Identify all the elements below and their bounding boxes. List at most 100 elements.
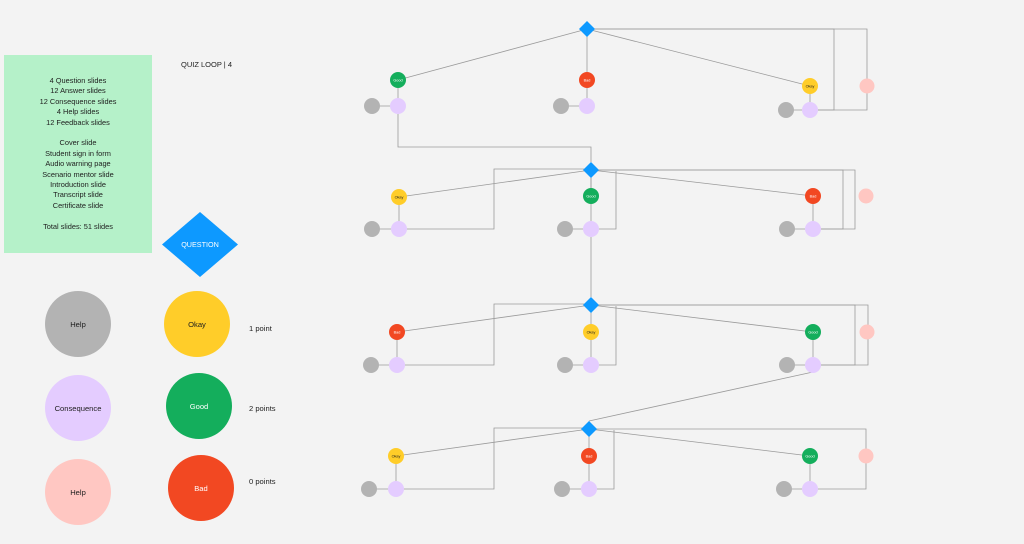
legend-okay: Okay — [164, 291, 230, 357]
loop-1-question-diamond — [579, 21, 595, 37]
loop-4-question-diamond — [581, 421, 597, 437]
legend-okay-label: Okay — [188, 319, 206, 329]
summary-line: Transcript slide — [53, 190, 103, 200]
loop-4-consequence-node-3 — [802, 481, 818, 497]
loop-4-help-pink-node — [858, 448, 874, 464]
loop-3-answer-2-label: Okay — [587, 330, 596, 334]
legend-good-label: Good — [189, 401, 209, 411]
legend-good: Good — [166, 373, 232, 439]
legend-help-pink: Help — [45, 459, 111, 525]
loop-4-answer-3-label: Good — [805, 454, 814, 458]
loop-1-answer-3-connector — [586, 28, 811, 87]
loop-2-left-return-line — [405, 168, 585, 230]
loop-3-to-4-connector — [588, 371, 814, 422]
legend-help: Help — [45, 291, 111, 357]
loop-4-answer-1-connector — [395, 428, 590, 457]
loop-3-left-return-line — [403, 303, 585, 366]
summary-line: Certificate slide — [52, 200, 104, 210]
loop-1-consequence-node-3 — [802, 102, 818, 118]
loop-3-return-line-2 — [597, 304, 869, 366]
loop-2-help-pink-node — [858, 188, 874, 204]
loop-1-consequence-node-1 — [390, 98, 406, 114]
loop-3-answer-1 — [389, 324, 405, 340]
legend-question: QUESTION — [162, 212, 238, 277]
loop-3-help-node-1 — [363, 357, 379, 373]
loop-1-answer-2 — [579, 72, 595, 88]
loop-2-return-line-2 — [597, 169, 856, 230]
summary-line: 12 Consequence slides — [39, 96, 117, 106]
loop-4-answer-2 — [581, 448, 597, 464]
loop-2-consequence-node-3 — [805, 221, 821, 237]
loop-4-left-return-line — [402, 427, 583, 490]
loop-1-help-node-3 — [778, 102, 794, 118]
slide-count-summary: 4 Question slides 12 Answer slides 12 Co… — [4, 55, 152, 253]
summary-line: 4 Question slides — [49, 76, 107, 85]
legend-help-pink-label: Help — [70, 487, 86, 497]
loop-3-answer-3 — [805, 324, 821, 340]
loop-2-answer-2-label: Good — [586, 194, 595, 198]
loop-1-help-node-1 — [364, 98, 380, 114]
loop-1-answer-3 — [802, 78, 818, 94]
loop-3-help-node-2 — [557, 357, 573, 373]
loop-3-question-diamond — [583, 297, 599, 313]
bad-points: 0 points — [249, 477, 276, 486]
loop-4-return-line-1 — [595, 428, 867, 490]
loop-3-consequence-node-2 — [583, 357, 599, 373]
loop-3-consequence-node-1 — [389, 357, 405, 373]
summary-line: 4 Help slides — [56, 107, 100, 117]
loop-2-answer-1-connector — [398, 169, 592, 198]
summary-line: 12 Answer slides — [50, 86, 106, 96]
legend-question-label: QUESTION — [181, 240, 219, 249]
loop-4-help-node-2 — [554, 481, 570, 497]
loop-1-consequence-node-2 — [579, 98, 595, 114]
loop-4-answer-3 — [802, 448, 818, 464]
loop-3-answer-3-label: Good — [808, 330, 817, 334]
loop-4-consequence-node-1 — [388, 481, 404, 497]
okay-points: 1 point — [249, 324, 272, 333]
summary-line: 12 Feedback slides — [46, 117, 110, 127]
loop-3-help-node-3 — [779, 357, 795, 373]
loop-1-help-pink-node — [859, 78, 875, 94]
diamond-shape — [162, 212, 238, 277]
loop-2-help-node-2 — [557, 221, 573, 237]
loop-4-help-node-3 — [776, 481, 792, 497]
summary-line: Cover slide — [59, 138, 97, 148]
loop-1-to-2-connector — [397, 114, 592, 162]
legend-bad: Bad — [168, 455, 234, 521]
legend-bad-label: Bad — [194, 483, 208, 493]
legend-consequence-label: Consequence — [54, 403, 102, 413]
loop-4-answer-1-label: Okay — [392, 454, 401, 458]
loop-1-answer-1-connector — [397, 28, 588, 81]
loop-2-consequence-node-1 — [391, 221, 407, 237]
summary-line: Student sign in form — [45, 148, 111, 158]
loop-4-answer-2-label: Bad — [586, 454, 593, 458]
loop-1-answer-3-label: Okay — [806, 84, 815, 88]
loop-4-answer-1 — [388, 448, 404, 464]
loop-2-consequence-node-2 — [583, 221, 599, 237]
loop-2-help-node-1 — [364, 221, 380, 237]
loop-1-return-line-2 — [593, 28, 868, 111]
legend-help-label: Help — [70, 319, 86, 329]
summary-line: Scenario mentor slide — [42, 169, 114, 179]
loop-1-return-line-1 — [593, 28, 835, 111]
loop-2-question-diamond — [583, 162, 599, 178]
loop-3-answer-3-connector — [590, 304, 814, 333]
loop-3-help-pink-node — [859, 324, 875, 340]
loop-1-help-node-2 — [553, 98, 569, 114]
connector-layer — [369, 28, 869, 490]
loop-3-consequence-node-3 — [805, 357, 821, 373]
loop-4-mid-return-line — [595, 430, 615, 490]
loop-2-help-node-3 — [779, 221, 795, 237]
loop-2-mid-return-line — [597, 171, 617, 230]
loop-3-mid-return-line — [597, 306, 617, 366]
loop-4-answer-3-connector — [588, 428, 811, 457]
loop-2-answer-3-label: Bad — [810, 194, 817, 198]
summary-total: Total slides: 51 slides — [43, 221, 113, 231]
summary-line: Introduction slide — [50, 180, 106, 190]
loop-1-answer-1-label: Good — [393, 78, 402, 82]
loop-1-answer-2-label: Bad — [584, 78, 591, 82]
loop-1-answer-1 — [390, 72, 406, 88]
diagram-title: QUIZ LOOP | 4 — [181, 60, 232, 69]
